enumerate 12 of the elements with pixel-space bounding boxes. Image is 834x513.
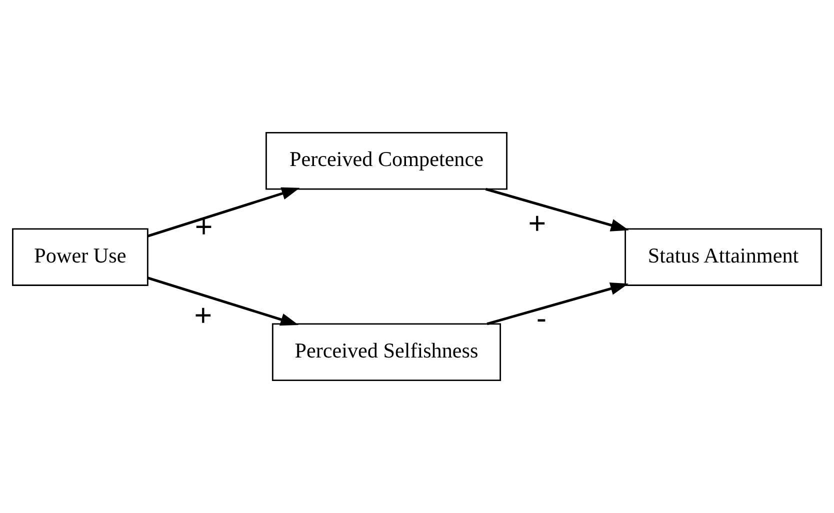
node-box: Status Attainment [624, 228, 822, 286]
node-box: Perceived Selfishness [272, 323, 502, 381]
edge-label: + [528, 206, 546, 241]
edge-label: + [194, 298, 212, 332]
arrow [147, 187, 300, 238]
edge-label: + [194, 210, 213, 244]
arrow [147, 276, 299, 326]
node-box: Power Use [12, 228, 148, 286]
arrow [486, 282, 629, 326]
edge-label: - [536, 302, 547, 336]
node-box: Perceived Competence [266, 132, 508, 190]
arrow [485, 188, 629, 232]
